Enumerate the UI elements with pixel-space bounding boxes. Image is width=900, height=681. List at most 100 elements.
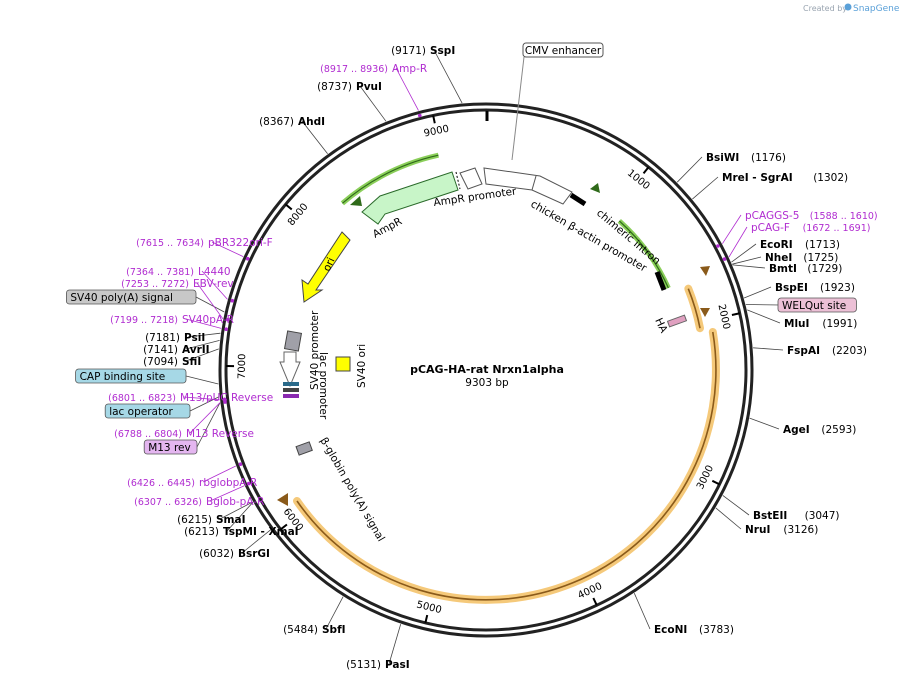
enzyme-name: BsiWI [706,152,739,164]
enzyme-coord: (1923) [820,282,855,294]
site-leader-line [433,49,463,104]
primer-coord: (1672 .. 1691) [803,223,871,234]
cmv-enhancer-box: CMV enhancer [511,42,604,161]
primer-coord: (8917 .. 8936) [320,64,388,75]
primer-site-marker [238,462,243,467]
enzyme-coord: (1176) [751,152,786,164]
feature-box-26 [143,439,198,455]
ampr-outer-arrowhead-icon [350,196,362,206]
cds-arrowhead-3-icon [700,266,710,276]
backbone-outer [218,102,754,638]
enzyme-coord: (7181) [145,332,180,344]
site-leader-line [749,417,780,430]
site-leader-line [183,396,220,401]
feature-box-label: CAP binding site [80,371,166,383]
enzyme-coord: (1991) [822,318,857,330]
ruler-tick [424,614,429,624]
beta-globin-polya-label: β-globin poly(A) signal [317,436,386,544]
site-leader-line [745,304,781,306]
site-leader-line [633,593,651,630]
cds-arrowhead-2-icon [277,493,288,506]
enzyme-coord: (9171) [391,45,426,57]
enzyme-name: BsrGI [238,548,270,560]
ampr-gene-arrow [361,171,459,225]
ruler-tick-label: 5000 [415,599,442,616]
enzyme-coord: (1713) [805,239,840,251]
feature-box-label: SV40 poly(A) signal [70,292,173,304]
site-leader-line [219,501,253,520]
ha-tag [666,314,688,328]
plasmid-size: 9303 bp [465,377,509,389]
enzyme-name: NruI [745,524,770,536]
site-leader-line [211,241,244,257]
plasmid-name: pCAG-HA-rat Nrxn1alpha [410,363,564,376]
chimeric-intron-line [618,220,669,289]
feature-box-label: WELQut site [782,300,846,312]
primer-coord: (7615 .. 7634) [136,238,204,249]
lac-promoter-label: lac promoter [317,352,329,420]
ruler-tick [642,166,650,174]
primer-site-marker [716,244,720,248]
primer-name: pBR322ori-F [208,237,273,249]
enzyme-coord: (6215) [177,514,212,526]
primer-name: Bglob-pA-R [206,496,264,508]
site-leader-line [301,120,328,155]
primer-coord: (7199 .. 7218) [110,315,178,326]
site-leader-line [185,375,219,385]
ruler-tick [731,312,740,316]
primer-name: M13/pUC Reverse [180,392,273,404]
ori-arrow [301,231,351,303]
enzyme-name: BstEII [753,510,787,522]
site-leader-line [241,529,272,554]
chicken-beta-actin-promoter-shape [483,167,573,205]
enzyme-name: EcoRI [760,239,793,251]
ruler-tick-label: 2000 [715,303,731,330]
site-leader-line [731,243,757,263]
enzyme-name: PasI [385,659,410,671]
sv40-promoter-label: SV40 promoter [309,310,321,390]
site-leader-line [226,502,254,532]
enzyme-name: SmaI [216,514,246,526]
primer-site-marker [223,400,227,404]
primer-name: pCAGGS-5 [745,210,799,222]
feature-box-30 [75,368,187,384]
ampr-dash [455,171,461,190]
site-leader-line [722,214,742,244]
enzyme-name: MreI - SgrAI [722,172,793,184]
enzyme-coord: (6032) [199,548,234,560]
sv40-promoter-arrow [279,351,301,388]
feature-box-35 [66,289,197,305]
ruler-tick-label: 9000 [423,124,450,140]
ampr-promoter-arrow [459,167,483,190]
primer-name: M13 Reverse [186,428,254,440]
lac-piece-2 [283,388,299,392]
enzyme-name: SspI [430,45,455,57]
enzyme-name: SbfI [322,624,346,636]
ruler-tick-label: 4000 [576,581,604,602]
enzyme-coord: (6213) [184,526,219,538]
site-leader-line [202,465,236,483]
primer-site-marker [245,256,250,261]
primer-coord: (7253 .. 7272) [121,279,189,290]
enzyme-name: FspAI [787,345,820,357]
primer-name: rbglobpA-R [199,477,257,489]
primer-site-marker [226,317,230,322]
site-leader-line [388,623,402,665]
enzyme-name: SfiI [182,356,201,368]
enzyme-coord: (2203) [832,345,867,357]
snapgene-logo-icon [844,3,852,11]
cmv-enhancer-label: CMV enhancer [525,45,602,57]
primer-name: L4440 [198,266,231,278]
feature-box-12 [777,297,857,313]
intron-arrowhead-icon [590,183,600,193]
site-leader-line [728,226,748,258]
credit-prefix: Created by [803,4,847,13]
primer-coord: (6426 .. 6445) [127,478,195,489]
enzyme-coord: (7094) [143,356,178,368]
primer-coord: (6307 .. 6326) [134,497,202,508]
ruler-tick-label: 1000 [625,168,652,192]
nrxn1alpha-cds-line-upper [687,288,701,329]
site-leader-line [732,264,766,269]
primer-site-marker [222,397,227,402]
